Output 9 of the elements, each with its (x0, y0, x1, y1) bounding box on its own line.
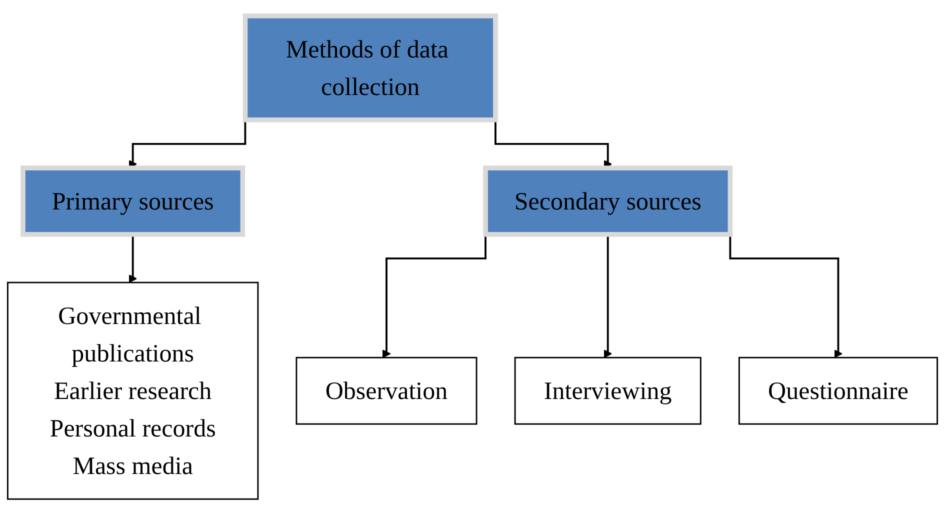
node-box (514, 356, 702, 425)
node-box (296, 356, 478, 425)
node-box (20, 166, 246, 237)
node-box (242, 14, 498, 122)
node-box (6, 282, 259, 500)
node-box (738, 356, 938, 425)
arrow (604, 234, 612, 358)
arrow (128, 234, 138, 283)
node-box (483, 166, 733, 237)
